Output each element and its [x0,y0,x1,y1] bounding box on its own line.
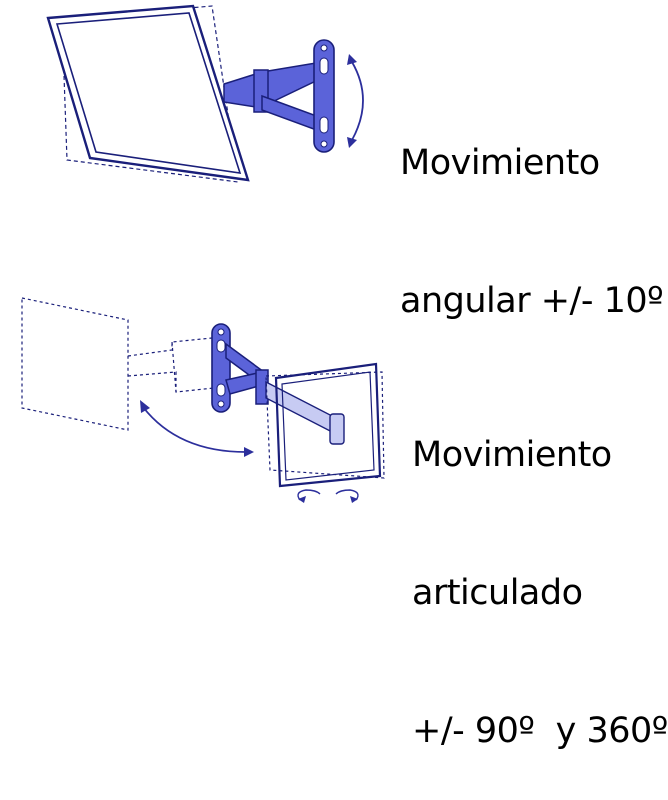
tilt-wall-plate [313,39,335,153]
articulated-movement-caption: Movimiento articulado +/- 90º y 360º [412,340,668,800]
rotate-arrowhead-left [298,496,306,503]
articulated-screen-frame-inner [281,371,375,481]
tilt-arm-lower [261,94,323,134]
swung-arm-ghost-joint [171,341,177,393]
tilt-plate-screw-bottom [320,140,328,148]
caption-line: angular +/- 10º [400,281,664,321]
swung-arm-ghost [127,337,213,357]
tilt-illustration [46,4,364,183]
caption-line: articulado [412,573,583,613]
rotate-arrow-left [297,489,321,501]
tilt-arrowhead-top [347,54,357,65]
mount-diagram [21,4,385,503]
articulated-plate-screw-top [217,328,225,336]
rotate-arrow-right [335,489,359,501]
articulated-illustration [21,297,385,503]
articulated-wall-plate [211,323,231,413]
tilt-plate-screw-top [320,44,328,52]
swing-arc-arrow [142,406,247,453]
tilt-arc-arrow [351,61,364,141]
tilt-plate-slot-bottom [319,116,329,134]
articulated-screen-frame [274,362,382,488]
articulated-screen-ghost [265,371,385,479]
articulated-vesa-bracket [329,413,345,445]
angular-movement-caption: Movimiento angular +/- 10º [400,48,664,370]
articulated-plate-slot-top [216,339,226,353]
rotate-arrowhead-right [350,496,358,503]
articulated-plate-screw-bottom [217,400,225,408]
screen-frame-inner [55,12,242,174]
caption-line: Movimiento [400,143,600,183]
swung-screen-ghost [21,297,129,431]
tilt-arrowhead-bottom [347,137,357,148]
tilt-arm [223,61,323,109]
caption-line: +/- 90º y 360º [412,711,668,751]
articulated-plate-slot-bottom [216,383,226,397]
caption-line: Movimiento [412,435,612,475]
swing-arrowhead-right [244,447,254,457]
swing-arrowhead-left [140,400,150,413]
screen-frame-outer [46,4,250,182]
tilt-plate-slot-top [319,57,329,75]
swung-arm-ghost-lower [127,371,215,393]
